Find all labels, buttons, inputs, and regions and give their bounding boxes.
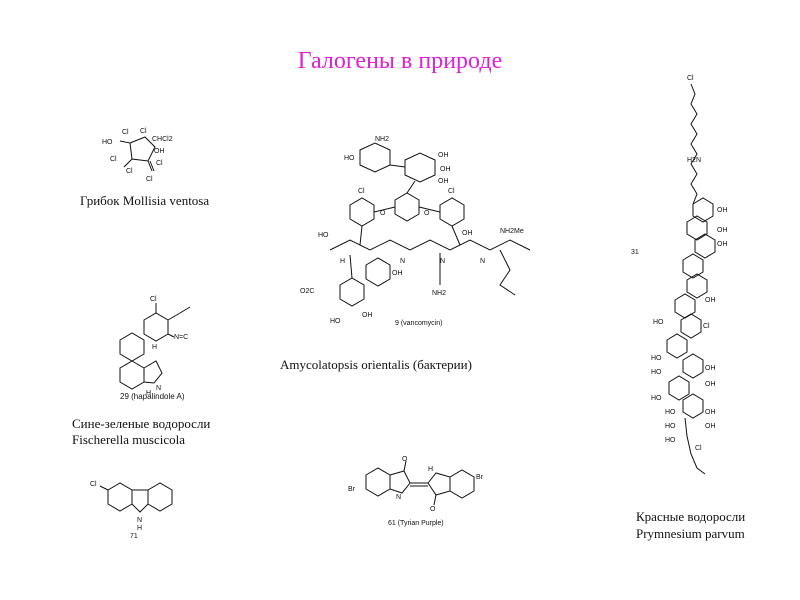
atom-label: OH xyxy=(705,381,716,388)
atom-label: H xyxy=(428,466,433,473)
caption-algae-line1: Сине-зеленые водоросли xyxy=(72,416,211,431)
atom-label: H2N xyxy=(687,157,701,164)
atom-label: Cl xyxy=(150,296,157,303)
atom-label: O xyxy=(424,210,430,217)
atom-label: Cl xyxy=(122,129,129,136)
carbazole-label: 71 xyxy=(130,533,138,538)
atom-label: Cl xyxy=(110,156,117,163)
atom-label: Br xyxy=(348,486,356,493)
atom-label: O xyxy=(380,210,386,217)
mollisia-structure: HO Cl Cl CHCl2 OH Cl Cl Cl Cl xyxy=(102,128,173,183)
atom-label: Cl xyxy=(358,188,365,195)
atom-label: NH2 xyxy=(375,136,389,143)
atom-label: HO xyxy=(653,319,664,326)
atom-label: HO xyxy=(665,423,676,430)
atom-label: Cl xyxy=(156,160,163,167)
atom-label: Cl xyxy=(146,176,153,183)
atom-label: N xyxy=(137,517,142,524)
atom-label: HO xyxy=(651,369,662,376)
caption-mollisia: Грибок Mollisia ventosa xyxy=(80,193,210,208)
caption-red-line2: Prymnesium parvum xyxy=(636,526,745,541)
atom-label: CHCl2 xyxy=(152,136,173,143)
caption-algae-line2: Fischerella muscicola xyxy=(72,432,185,447)
atom-label: OH xyxy=(717,227,728,234)
atom-label: Cl xyxy=(126,168,133,175)
atom-label: N xyxy=(156,385,161,392)
atom-label: Cl xyxy=(140,128,147,135)
atom-label: HO xyxy=(651,395,662,402)
atom-label: OH xyxy=(440,166,451,173)
atom-label: NH2 xyxy=(432,290,446,297)
atom-label: Cl xyxy=(448,188,455,195)
atom-label: OH xyxy=(705,365,716,372)
caption-amycolatopsis: Amycolatopsis orientalis (бактерии) xyxy=(280,357,472,372)
atom-label: OH xyxy=(362,312,373,319)
hapalindole-structure: Cl N=C H H N xyxy=(119,296,191,397)
atom-label: OH xyxy=(438,152,449,159)
atom-label: Cl xyxy=(695,445,702,452)
atom-label: H xyxy=(146,390,151,397)
atom-label: N=C xyxy=(174,334,188,341)
atom-label: HO xyxy=(651,355,662,362)
atom-label: OH xyxy=(392,270,403,277)
atom-label: H xyxy=(137,525,142,532)
tyrian-label: 61 (Tyrian Purple) xyxy=(388,520,444,527)
caption-red-line1: Красные водоросли xyxy=(636,509,746,524)
atom-label: OH xyxy=(462,230,473,237)
atom-label: Cl xyxy=(90,481,97,488)
atom-label: OH xyxy=(705,423,716,430)
tyrian-structure: O O Br Br N H 61 (Tyrian Purple) xyxy=(348,456,484,527)
atom-label: HO xyxy=(665,409,676,416)
atom-label: N xyxy=(440,258,445,265)
atom-label: O xyxy=(402,456,408,463)
polyether-rings xyxy=(666,197,716,419)
atom-label: OH xyxy=(717,241,728,248)
vancomycin-structure: NH2 HO OH OH OH Cl Cl O O HO OH NH2Me H … xyxy=(300,136,531,327)
vancomycin-label: 9 (vancomycin) xyxy=(395,320,442,327)
atom-label: O2C xyxy=(300,288,314,295)
atom-label: N xyxy=(396,494,401,501)
atom-label: Cl xyxy=(687,75,694,82)
atom-label: Cl xyxy=(703,323,710,330)
carbazole-structure: Cl N H 71 xyxy=(90,481,173,538)
atom-label: N xyxy=(480,258,485,265)
polyether-structure: Cl H2N 31 OH OH OH OH Cl HO HO HO OH OH … xyxy=(631,75,728,475)
atom-label: OH xyxy=(717,207,728,214)
atom-label: OH xyxy=(705,297,716,304)
atom-label: HO xyxy=(665,437,676,444)
atom-label: O xyxy=(430,506,436,513)
atom-label: Br xyxy=(476,474,484,481)
atom-label: HO xyxy=(102,139,113,146)
atom-label: OH xyxy=(438,178,449,185)
hapalindole-label: 29 (hapalindole A) xyxy=(120,392,185,401)
atom-label: HO xyxy=(330,318,341,325)
slide-title: Галогены в природе xyxy=(297,48,503,74)
atom-label: HO xyxy=(344,155,355,162)
polyether-label: 31 xyxy=(631,249,639,256)
atom-label: H xyxy=(152,344,157,351)
atom-label: OH xyxy=(705,409,716,416)
atom-label: N xyxy=(400,258,405,265)
atom-label: OH xyxy=(154,148,165,155)
atom-label: NH2Me xyxy=(500,228,524,235)
atom-label: H xyxy=(340,258,345,265)
atom-label: HO xyxy=(318,232,329,239)
